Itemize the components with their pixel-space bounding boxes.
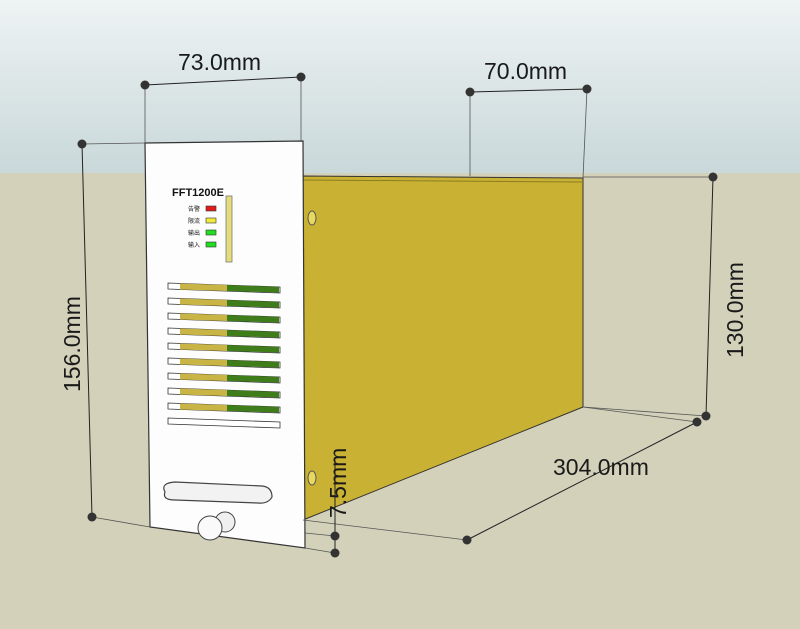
screw-bottom bbox=[307, 470, 317, 486]
dim-label: 130.0mm bbox=[722, 262, 748, 358]
indicator-label: 限流 bbox=[188, 217, 200, 225]
indicator-label: 输入 bbox=[188, 241, 200, 249]
dimension-depth-offset: 70.0mm bbox=[465, 58, 592, 179]
screw-top bbox=[307, 210, 317, 226]
vent-slot bbox=[167, 372, 281, 384]
indicator-led bbox=[205, 217, 217, 224]
indicator-led bbox=[205, 241, 217, 248]
indicator-led bbox=[205, 205, 217, 212]
vent-slot bbox=[167, 342, 281, 354]
indicator-label: 告警 bbox=[188, 205, 200, 213]
dim-label: 73.0mm bbox=[178, 49, 261, 75]
vent-slot bbox=[167, 282, 281, 294]
vent-slot bbox=[167, 387, 281, 399]
dim-label: 304.0mm bbox=[553, 454, 649, 480]
led-bar bbox=[225, 195, 233, 263]
sky bbox=[0, 0, 800, 173]
vent-slot bbox=[167, 417, 281, 429]
vent-slots bbox=[167, 282, 281, 429]
dim-label: 7.5mm bbox=[325, 448, 351, 518]
lock-knob[interactable] bbox=[197, 515, 223, 541]
indicator-label: 输出 bbox=[188, 229, 200, 237]
dimension-panel-height: 156.0mm bbox=[59, 139, 151, 528]
model-name: FFT1200E bbox=[172, 187, 224, 199]
indicator-led bbox=[205, 229, 217, 236]
dimension-panel-width: 73.0mm bbox=[140, 49, 306, 143]
dimension-body-height: 130.0mm bbox=[582, 172, 748, 421]
vent-slot bbox=[167, 327, 281, 339]
dim-label: 70.0mm bbox=[484, 58, 567, 84]
body-edge bbox=[302, 179, 584, 183]
vent-slot bbox=[167, 312, 281, 324]
vent-slot bbox=[167, 297, 281, 309]
dimension-body-length: 304.0mm bbox=[302, 406, 702, 545]
dimension-panel-offset: 7.5mm bbox=[304, 448, 351, 558]
handle[interactable] bbox=[163, 481, 273, 504]
dim-label: 156.0mm bbox=[59, 296, 85, 392]
vent-slot bbox=[167, 402, 281, 414]
vent-slot bbox=[167, 357, 281, 369]
